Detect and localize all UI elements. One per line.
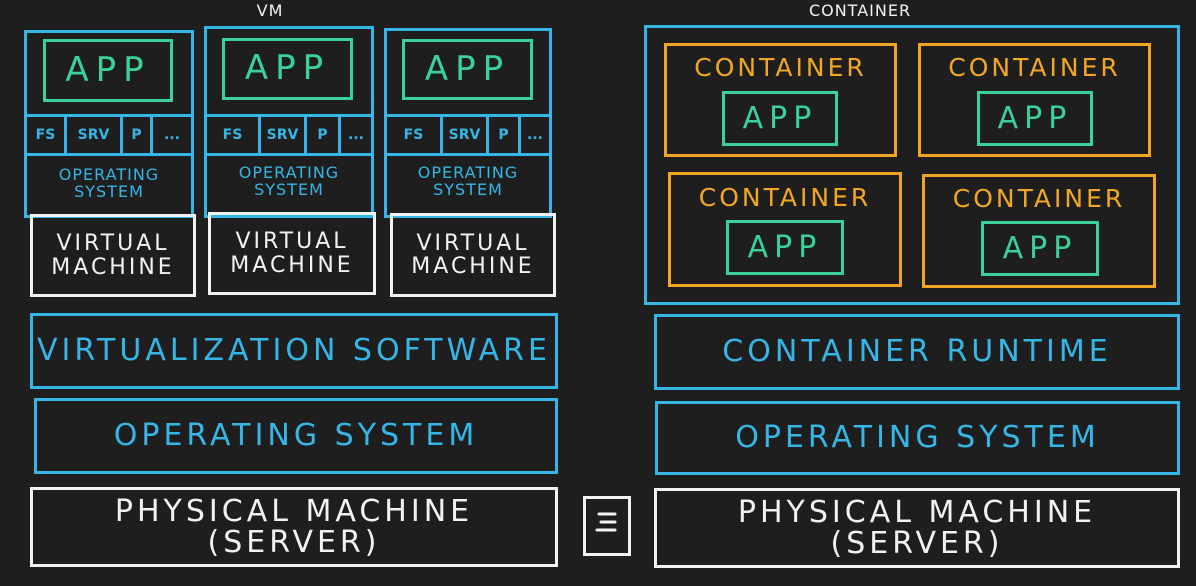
container-runtime-layer: CONTAINER RUNTIME <box>654 314 1180 390</box>
p-label: P <box>498 126 509 143</box>
more-label: ... <box>164 126 180 143</box>
container-header: CONTAINER <box>808 0 912 20</box>
container-label: CONTAINER <box>694 52 867 82</box>
divider <box>64 114 67 156</box>
os-components-row <box>24 114 194 156</box>
fs-label: FS <box>222 126 243 143</box>
app-box: APP <box>722 91 838 146</box>
virtual-machine-box: VIRTUAL MACHINE <box>390 213 556 297</box>
app-box: APP <box>222 38 353 100</box>
divider <box>120 114 123 156</box>
host-os-layer: OPERATING SYSTEM <box>655 401 1180 475</box>
container-outer-box <box>644 25 1180 305</box>
fs-label: FS <box>403 126 424 143</box>
app-box: APP <box>981 221 1099 276</box>
guest-os-label: OPERATING SYSTEM <box>238 163 340 199</box>
more-label: ... <box>348 126 364 143</box>
divider <box>304 114 307 156</box>
virtual-machine-box: VIRTUAL MACHINE <box>30 214 196 297</box>
divider <box>440 114 443 156</box>
srv-label: SRV <box>266 126 299 143</box>
physical-machine-layer: PHYSICAL MACHINE (SERVER) <box>654 488 1180 568</box>
divider <box>338 114 341 156</box>
app-box: APP <box>43 39 173 102</box>
server-icon <box>583 496 631 556</box>
app-box: APP <box>977 91 1093 146</box>
app-box: APP <box>726 220 844 275</box>
vm-header: VM <box>256 0 284 20</box>
physical-machine-layer: PHYSICAL MACHINE (SERVER) <box>30 487 558 567</box>
container-box <box>664 43 897 157</box>
container-box <box>922 174 1156 288</box>
guest-os-label: OPERATING SYSTEM <box>58 165 160 201</box>
host-os-layer: OPERATING SYSTEM <box>34 398 558 474</box>
app-box: APP <box>402 39 533 100</box>
srv-label: SRV <box>77 126 110 143</box>
divider <box>518 114 521 156</box>
container-box <box>918 43 1151 157</box>
os-components-row <box>384 114 552 156</box>
guest-os-label: OPERATING SYSTEM <box>417 163 519 199</box>
virtual-machine-box: VIRTUAL MACHINE <box>208 212 376 295</box>
p-label: P <box>131 126 142 143</box>
fs-label: FS <box>35 126 56 143</box>
srv-label: SRV <box>448 126 481 143</box>
os-components-row <box>204 114 374 156</box>
p-label: P <box>317 126 328 143</box>
divider <box>150 114 153 156</box>
virtualization-software-layer: VIRTUALIZATION SOFTWARE <box>30 313 558 389</box>
container-label: CONTAINER <box>948 52 1121 82</box>
container-label: CONTAINER <box>698 182 872 212</box>
divider <box>258 114 261 156</box>
container-label: CONTAINER <box>952 183 1126 213</box>
container-box <box>668 172 902 287</box>
divider <box>486 114 489 156</box>
more-label: ... <box>527 126 543 143</box>
